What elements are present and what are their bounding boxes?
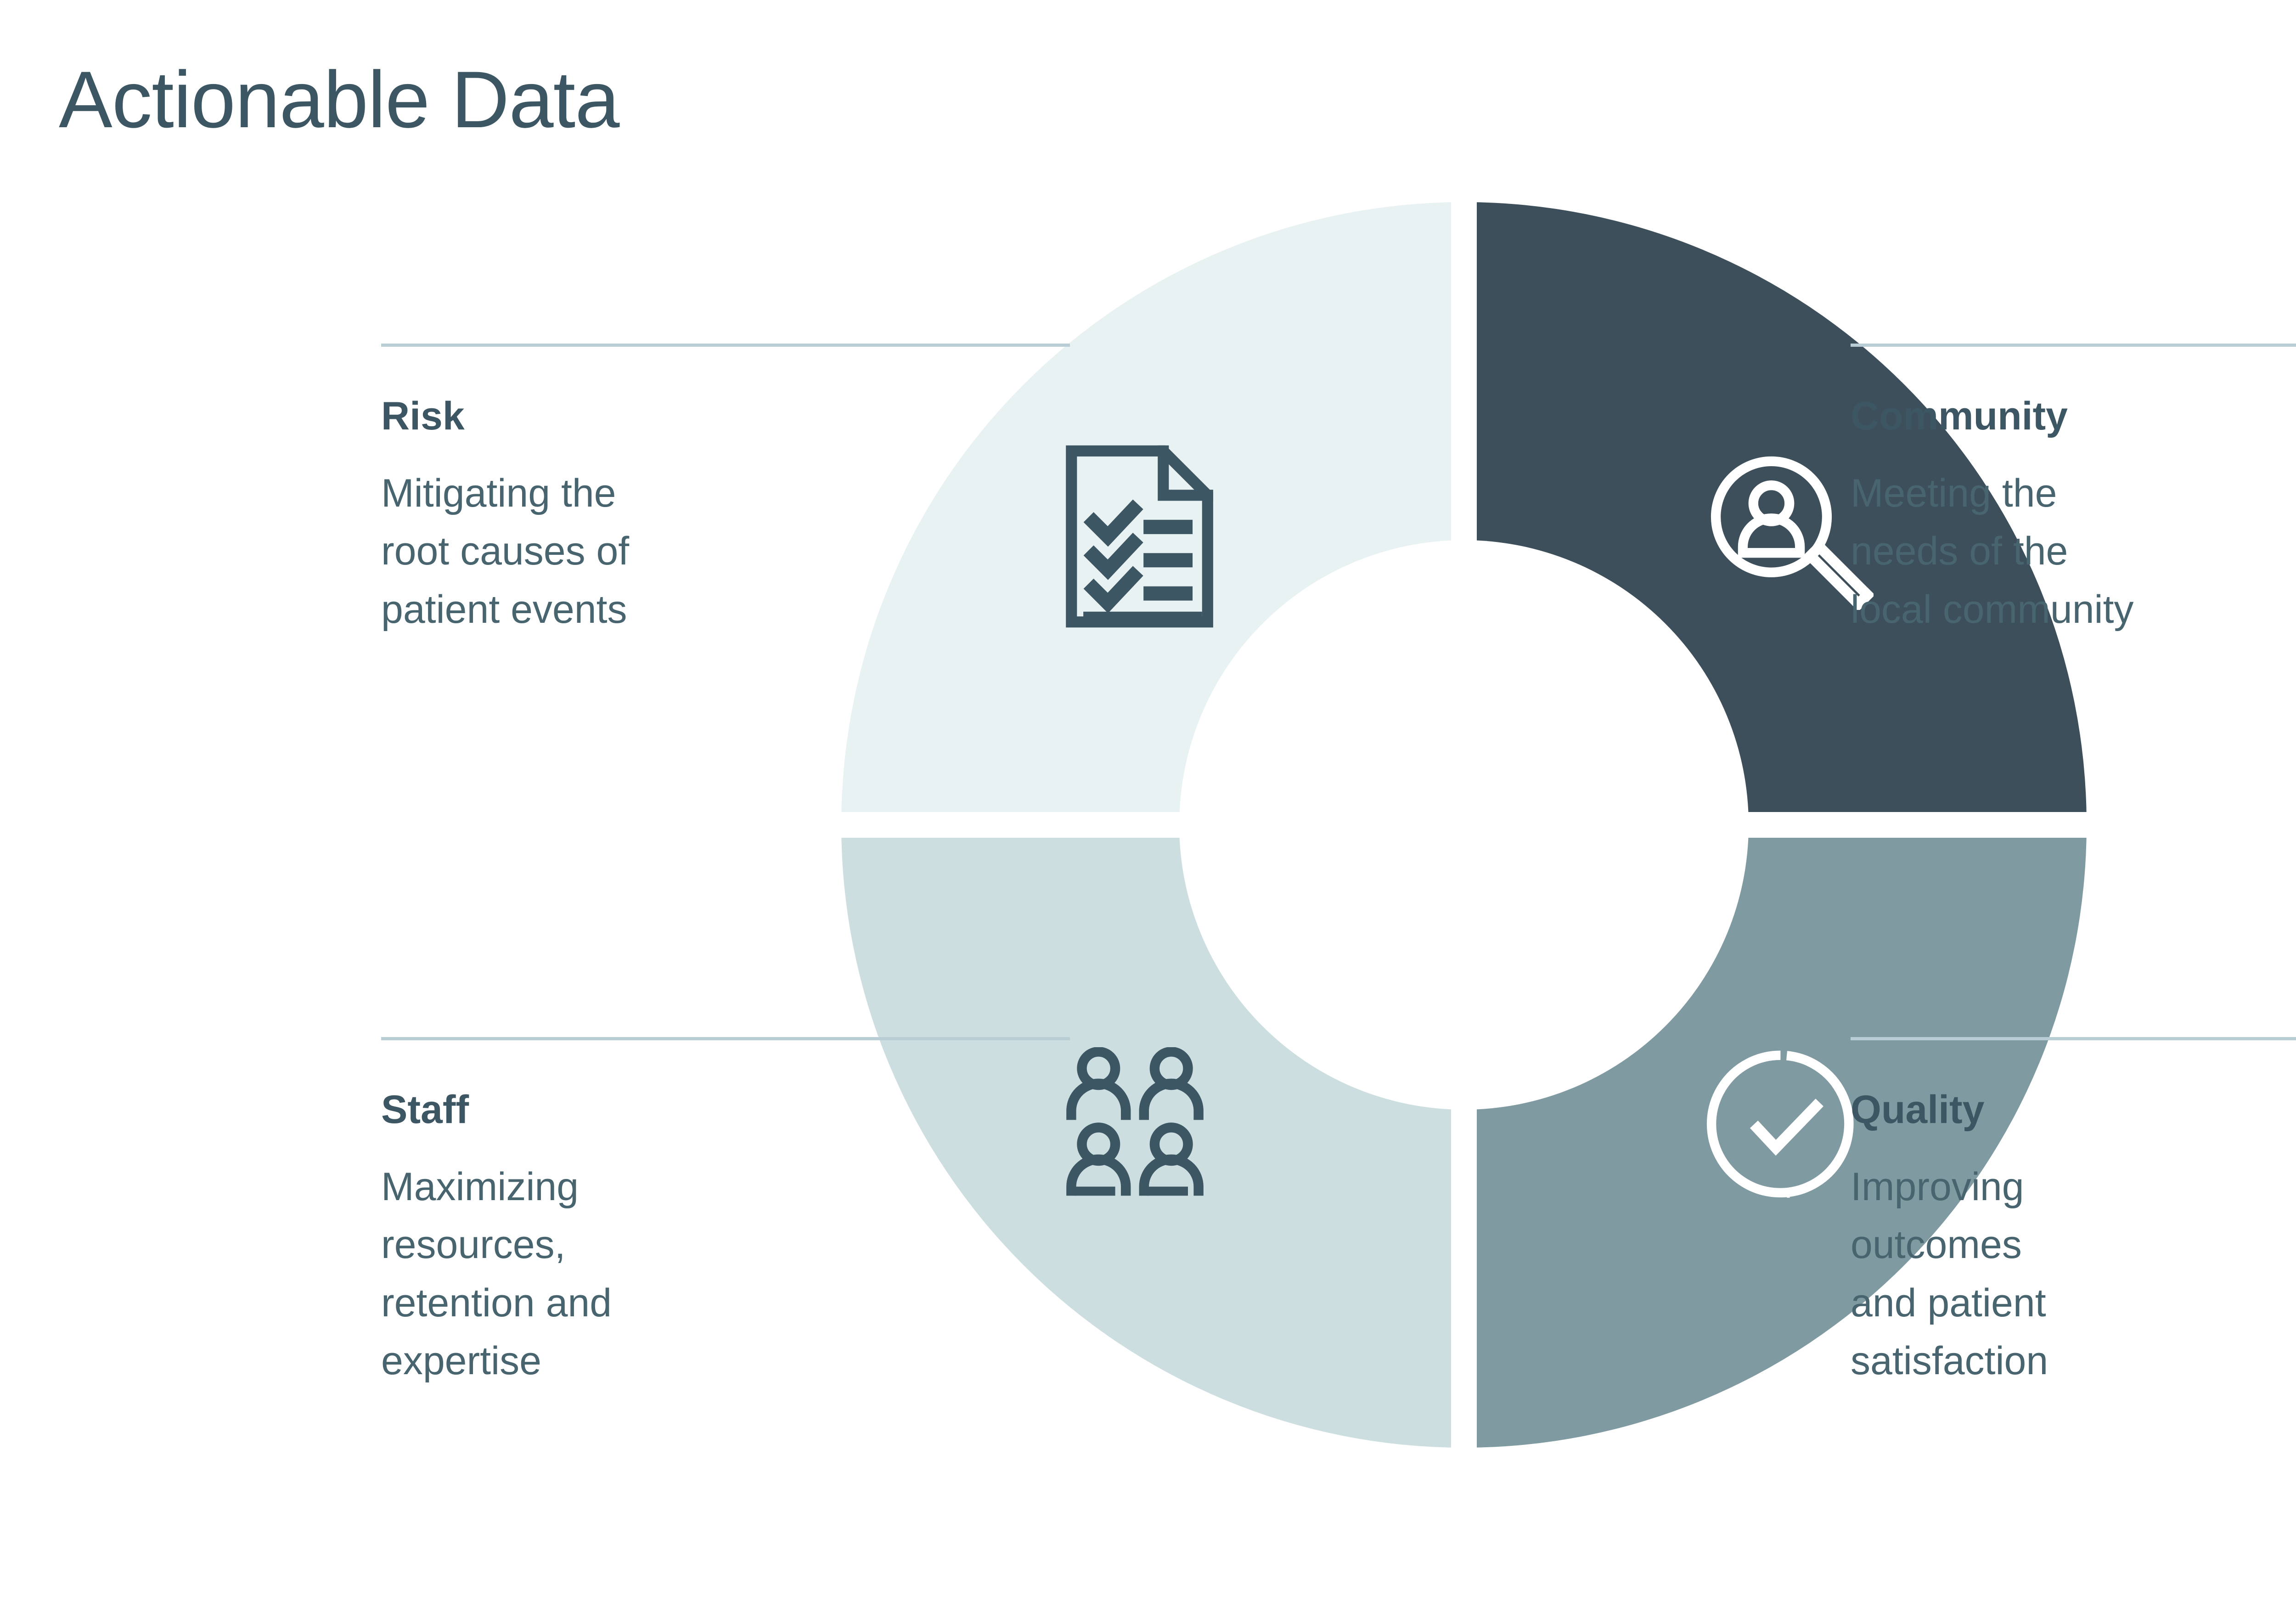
legend-title-risk: Risk: [381, 394, 465, 438]
legend-description-line: local community: [1851, 587, 2134, 632]
legend-description-community: Meeting the needs of the local community: [1851, 464, 2296, 638]
legend-description-line: outcomes: [1851, 1223, 2022, 1267]
legend-item-quality[interactable]: Quality Improving outcomes and patient s…: [1851, 1037, 2296, 1390]
legend-description-staff: Maximizing resources, retention and expe…: [381, 1158, 1070, 1390]
check-circle-icon: [1702, 1046, 1872, 1202]
legend-description-line: patient events: [381, 587, 627, 632]
checklist-document-icon: [1061, 445, 1221, 628]
donut-chart-svg: [841, 202, 2087, 1448]
people-group-icon: [1051, 1047, 1234, 1199]
legend-title-community: Community: [1851, 394, 2068, 438]
legend-description-risk: Mitigating the root causes of patient ev…: [381, 464, 1070, 638]
legend-description-line: resources,: [381, 1223, 566, 1267]
legend-description-line: needs of the: [1851, 529, 2068, 574]
legend-item-risk[interactable]: Risk Mitigating the root causes of patie…: [381, 344, 1070, 638]
legend-title-staff: Staff: [381, 1088, 469, 1132]
divider: [1851, 1037, 2296, 1040]
donut-segment-community[interactable]: [1464, 202, 2087, 825]
donut-chart: [841, 202, 2087, 1448]
legend-description-line: and patient: [1851, 1280, 2046, 1325]
legend-title-quality: Quality: [1851, 1088, 1985, 1132]
legend-description-line: root causes of: [381, 529, 630, 574]
donut-segment-risk[interactable]: [841, 202, 1464, 825]
legend-description-line: Meeting the: [1851, 471, 2057, 515]
person-magnifier-icon: [1708, 454, 1874, 610]
legend-item-community[interactable]: Community Meeting the needs of the local…: [1851, 344, 2296, 638]
legend-description-line: satisfaction: [1851, 1339, 2048, 1383]
legend-description-line: Improving: [1851, 1165, 2024, 1209]
divider: [381, 1037, 1070, 1040]
legend-description-line: expertise: [381, 1339, 541, 1383]
legend-description-line: retention and: [381, 1280, 612, 1325]
page-title: Actionable Data: [59, 55, 620, 145]
legend-item-staff[interactable]: Staff Maximizing resources, retention an…: [381, 1037, 1070, 1390]
legend-description-quality: Improving outcomes and patient satisfact…: [1851, 1158, 2296, 1390]
legend-description-line: Mitigating the: [381, 471, 616, 515]
legend-description-line: Maximizing: [381, 1165, 579, 1209]
divider: [1851, 344, 2296, 347]
divider: [381, 344, 1070, 347]
donut-segment-quality[interactable]: [1464, 825, 2087, 1448]
